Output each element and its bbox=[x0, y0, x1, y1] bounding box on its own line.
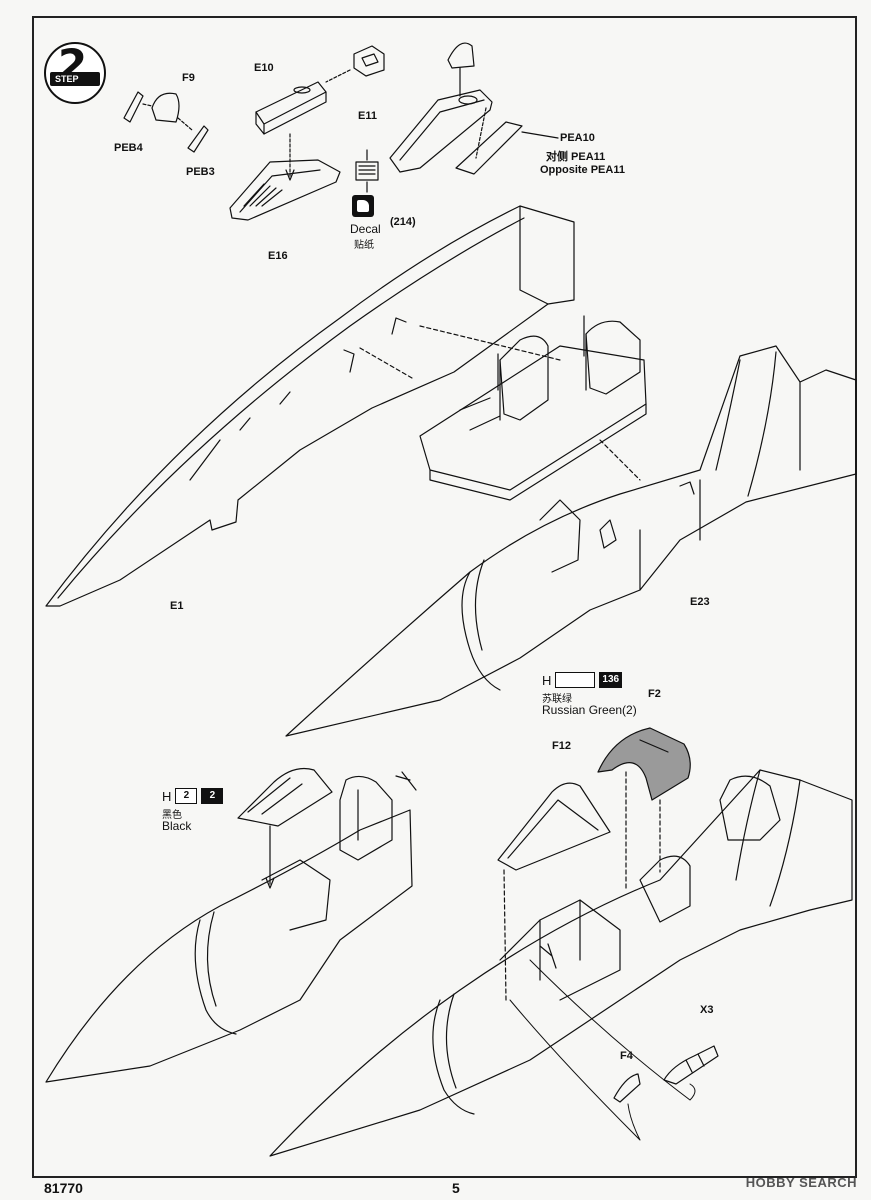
decal-number: (214) bbox=[390, 216, 416, 228]
watermark: HOBBY SEARCH bbox=[745, 1175, 857, 1190]
paint-black-code-a: 2 bbox=[175, 788, 198, 804]
part-e23-drawing bbox=[285, 345, 857, 737]
label-e11: E11 bbox=[358, 110, 377, 122]
paint-black-name-cn: 黑色 bbox=[162, 810, 182, 821]
paint-black-code-b: 2 bbox=[201, 788, 224, 804]
decal-icon bbox=[352, 195, 374, 217]
kit-number: 81770 bbox=[44, 1180, 83, 1196]
paint-black-name-en: Black bbox=[162, 819, 192, 833]
label-peb4: PEB4 bbox=[114, 142, 143, 154]
part-f2-drawing bbox=[597, 727, 691, 801]
part-peb3-drawing bbox=[187, 125, 209, 153]
part-cockpit-tub-drawing bbox=[419, 315, 647, 501]
part-hood-black-drawing bbox=[237, 767, 333, 827]
decal-label-en: Decal bbox=[350, 222, 381, 236]
step-label: STEP bbox=[50, 72, 100, 86]
part-nose-assembly-right-drawing bbox=[269, 769, 853, 1157]
label-pea11-cn: 对侧 PEA11 bbox=[546, 151, 606, 163]
paint-green-name-en: Russian Green(2) bbox=[542, 703, 637, 717]
label-e16: E16 bbox=[268, 250, 288, 262]
decal-label-cn: 贴纸 bbox=[354, 240, 374, 251]
part-f12-drawing bbox=[497, 782, 611, 871]
part-f4-drawing bbox=[613, 1073, 641, 1103]
label-x3: X3 bbox=[700, 1004, 714, 1016]
paint-black-letter: H bbox=[162, 788, 172, 804]
label-f4: F4 bbox=[620, 1050, 633, 1062]
part-e1-drawing bbox=[45, 205, 575, 607]
page-number: 5 bbox=[452, 1180, 460, 1196]
part-f9-drawing bbox=[151, 92, 180, 123]
paint-green-code: 136 bbox=[599, 672, 623, 688]
paint-callout-green: H 136 bbox=[542, 672, 623, 688]
part-x3-drawing bbox=[663, 1045, 719, 1085]
label-f2: F2 bbox=[648, 688, 661, 700]
label-e10: E10 bbox=[254, 62, 274, 74]
paint-green-name-cn: 苏联绿 bbox=[542, 694, 572, 705]
label-f12: F12 bbox=[552, 740, 571, 752]
step-badge: 2 STEP bbox=[44, 40, 106, 104]
label-e1: E1 bbox=[170, 600, 184, 612]
paint-green-swatch bbox=[555, 672, 596, 688]
label-peb3: PEB3 bbox=[186, 166, 215, 178]
part-e10-drawing bbox=[255, 81, 327, 135]
paint-callout-black: H 2 2 bbox=[162, 788, 224, 804]
page-frame bbox=[32, 16, 857, 1178]
part-pea10-drawing bbox=[389, 42, 523, 175]
part-e11-drawing bbox=[353, 45, 385, 181]
part-nose-assembly-left-drawing bbox=[45, 771, 417, 1083]
paint-green-letter: H bbox=[542, 672, 552, 688]
part-e16-drawing bbox=[229, 159, 341, 221]
label-f9: F9 bbox=[182, 72, 195, 84]
part-peb4-drawing bbox=[123, 91, 144, 123]
label-e23: E23 bbox=[690, 596, 710, 608]
label-pea11-en: Opposite PEA11 bbox=[540, 164, 625, 176]
label-pea10: PEA10 bbox=[560, 132, 595, 144]
